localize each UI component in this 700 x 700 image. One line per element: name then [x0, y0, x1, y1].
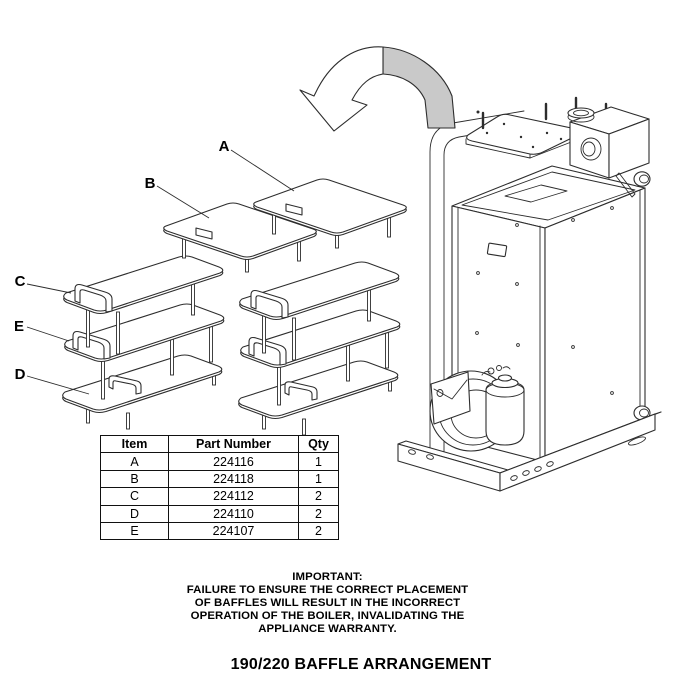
cell-qty: 2 [298, 521, 339, 541]
leader-line-b [156, 185, 210, 219]
leader-line-e [26, 326, 70, 342]
side-pipe-stub-upper [633, 171, 651, 187]
data-plate-sticker [486, 242, 508, 258]
table-row-e: E 224107 2 [100, 521, 339, 541]
cell-part-number: 224112 [168, 487, 299, 506]
baffle-e-handle [72, 330, 111, 360]
parts-table: Item Part Number Qty A 224116 1 B 224118… [100, 434, 339, 541]
baffle-stack-right [239, 262, 400, 435]
baffle-d-bracket [108, 375, 142, 395]
leader-line-a [230, 149, 295, 192]
base-frame [397, 411, 662, 492]
cell-item: D [100, 504, 169, 523]
leader-line-c [26, 283, 72, 294]
baffle-stack-left [62, 255, 225, 430]
baffle-label-e: E [14, 318, 24, 335]
baffle-plate-d [62, 354, 223, 411]
warning-notice: IMPORTANT: FAILURE TO ENSURE THE CORRECT… [115, 571, 540, 636]
cell-part-number: 224110 [168, 504, 299, 523]
cell-qty: 2 [298, 504, 339, 523]
baffle-c-handle [74, 283, 113, 313]
table-row-c: C 224112 2 [100, 487, 339, 506]
cell-item: A [100, 452, 169, 471]
warning-line: OPERATION OF THE BOILER, INVALIDATING TH… [190, 609, 465, 622]
baffle-labels: A B C E D [14, 138, 230, 383]
diagonal-rod [615, 172, 636, 198]
col-header-item: Item [100, 434, 169, 454]
table-row-a: A 224116 1 [100, 452, 339, 471]
burner-mounting-plate [465, 96, 608, 159]
cell-qty: 1 [298, 452, 339, 471]
baffle-label-a: A [219, 138, 230, 155]
burner-assembly [429, 365, 525, 452]
baffle-plate-c [63, 255, 224, 312]
col-header-qty: Qty [298, 434, 339, 454]
leader-line-d [26, 375, 90, 395]
warning-line: APPLIANCE WARRANTY. [258, 622, 397, 635]
cell-part-number: 224107 [168, 521, 299, 541]
col-header-part-number: Part Number [168, 434, 299, 454]
cell-part-number: 224118 [168, 469, 299, 489]
cell-item: B [100, 469, 169, 489]
leader-lines [26, 149, 295, 395]
cell-qty: 2 [298, 487, 339, 506]
cell-part-number: 224116 [168, 452, 299, 471]
boiler-illustration [397, 96, 662, 492]
baffle-label-d: D [15, 366, 26, 383]
page-title: 190/220 BAFFLE ARRANGEMENT [230, 656, 492, 673]
boiler-side-panel [544, 187, 646, 463]
cell-qty: 1 [298, 469, 339, 489]
baffle-label-b: B [145, 175, 156, 192]
warning-heading: IMPORTANT: [292, 571, 363, 583]
flue-box [567, 106, 650, 179]
parts-table-header-row: Item Part Number Qty [100, 434, 339, 454]
curved-arrow-icon [299, 46, 456, 132]
cell-item: E [100, 521, 169, 541]
warning-line: OF BAFFLES WILL RESULT IN THE INCORRECT [194, 596, 461, 609]
baffle-label-c: C [15, 273, 26, 290]
baffle-b-tab [195, 227, 213, 240]
cell-item: C [100, 487, 169, 506]
table-row-b: B 224118 1 [100, 469, 339, 489]
warning-line: FAILURE TO ENSURE THE CORRECT PLACEMENT [186, 583, 469, 596]
baffle-b [163, 202, 317, 273]
table-row-d: D 224110 2 [100, 504, 339, 523]
